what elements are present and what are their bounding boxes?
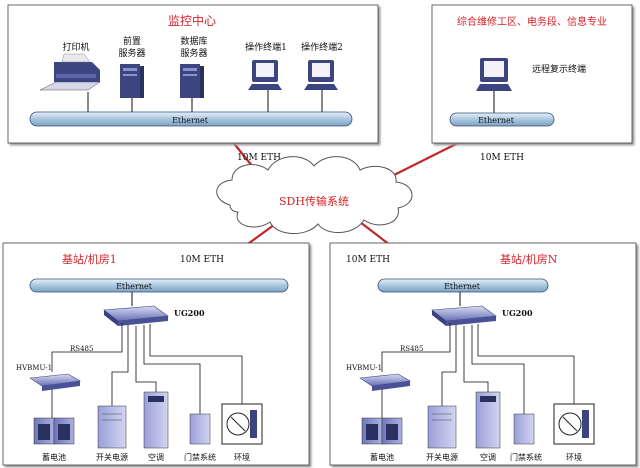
station-1-battery-label: 蓄电池 — [42, 452, 66, 462]
station-1-ac-icon — [143, 391, 169, 449]
database-server-label-2: 服务器 — [180, 47, 207, 59]
station-n-ac-icon — [475, 391, 501, 449]
station-n-ethernet-bus — [377, 278, 549, 293]
station-n-rs485-label: RS485 — [400, 345, 423, 353]
sdh-cloud — [216, 156, 413, 234]
station-1-eth-label: 10M ETH — [180, 255, 224, 265]
station-1-hvbmu-label: HVBMU-1 — [16, 364, 52, 372]
station-1-door-label: 门禁系统 — [184, 452, 216, 462]
monitor-center-title: 监控中心 — [168, 13, 216, 28]
station-1-ug200-label: UG200 — [174, 308, 205, 318]
remote-ethernet-bus — [449, 112, 555, 127]
station-n-environment-icon — [553, 403, 595, 445]
station-n-eth-label: 10M ETH — [346, 255, 390, 265]
remote-title: 综合维修工区、电务段、信息专业 — [457, 15, 607, 28]
station-1-environment-label: 环境 — [234, 452, 250, 462]
station-1-ac-label: 空调 — [148, 452, 164, 462]
station-1-rs485-label: RS485 — [70, 345, 93, 353]
station-n-ac-label: 空调 — [480, 452, 496, 462]
station-n-battery-icon — [361, 417, 403, 445]
station-n-battery-label: 蓄电池 — [370, 452, 394, 462]
eth-label-right: 10M ETH — [480, 153, 524, 163]
station-1-battery-icon — [33, 417, 75, 445]
station-n-power-icon — [427, 405, 457, 449]
terminal-2-icon — [304, 60, 338, 114]
terminal-2-label: 操作终端2 — [301, 41, 343, 53]
station-n-ug200-label: UG200 — [502, 308, 533, 318]
database-server-icon — [180, 64, 204, 114]
remote-terminal-label: 远程复示终端 — [532, 63, 586, 75]
front-server-label-1: 前置 — [123, 35, 141, 47]
monitor-ethernet-label: Ethernet — [172, 116, 209, 125]
station-1-title: 基站/机房1 — [62, 252, 117, 266]
station-n-power-label: 开关电源 — [426, 452, 458, 462]
database-server-label-1: 数据库 — [180, 35, 207, 47]
eth-label-left: 10M ETH — [237, 153, 281, 163]
station-n-hvbmu-icon — [359, 373, 411, 391]
sdh-cloud-label: SDH传输系统 — [279, 194, 349, 208]
station-n-door-label: 门禁系统 — [510, 452, 542, 462]
printer-icon — [39, 53, 101, 114]
printer-label: 打印机 — [62, 41, 89, 53]
station-1-wiring — [51, 323, 243, 418]
terminal-1-label: 操作终端1 — [245, 41, 287, 53]
station-1-ethernet-bus — [29, 278, 289, 293]
station-n-door-icon — [513, 413, 535, 445]
station-1-hvbmu-icon — [29, 373, 81, 391]
station-1-environment-icon — [221, 403, 263, 445]
station-n-hvbmu-label: HVBMU-1 — [346, 364, 382, 372]
station-n-ug200-icon — [431, 305, 497, 326]
terminal-1-icon — [248, 60, 282, 114]
station-1-ug200-icon — [103, 305, 169, 326]
front-server-label-2: 服务器 — [118, 47, 145, 59]
monitor-ethernet-bus — [29, 111, 353, 127]
station-n-ethernet-label: Ethernet — [444, 282, 481, 291]
remote-ethernet-label: Ethernet — [478, 116, 515, 125]
station-1-power-icon — [97, 405, 127, 449]
front-server-icon — [120, 64, 144, 114]
station-1-door-icon — [189, 413, 211, 445]
station-n-environment-label: 环境 — [566, 452, 582, 462]
station-n-title: 基站/机房N — [500, 252, 558, 266]
station-n-wiring — [381, 323, 575, 418]
remote-terminal-icon — [476, 58, 512, 114]
station-1-power-label: 开关电源 — [96, 452, 128, 462]
station-1-ethernet-label: Ethernet — [116, 282, 153, 291]
